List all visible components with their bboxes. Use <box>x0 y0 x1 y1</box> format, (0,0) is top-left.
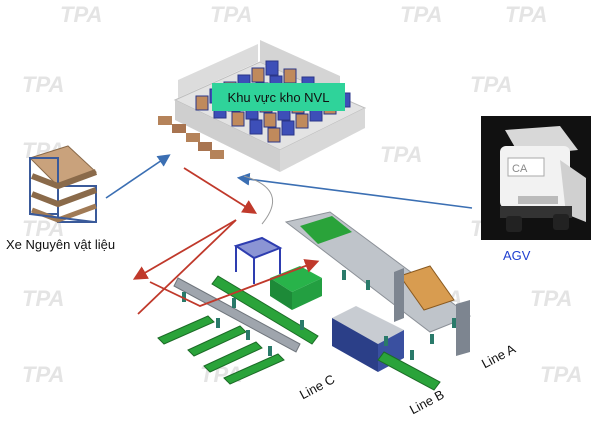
watermark-logo: TPA <box>210 2 252 27</box>
worker <box>300 320 304 330</box>
watermark-logo: TPA <box>400 2 442 27</box>
worker <box>410 350 414 360</box>
watermark-logo: TPA <box>530 286 572 311</box>
worker <box>452 318 456 328</box>
watermark-logo: TPA <box>22 72 64 97</box>
worker <box>384 336 388 346</box>
agv-label: AGV <box>503 248 531 263</box>
rack-cell <box>195 95 209 111</box>
agv-logo: CA <box>512 163 528 175</box>
worker <box>430 334 434 344</box>
watermark-logo: TPA <box>505 2 547 27</box>
rack-cell <box>283 68 297 84</box>
worker <box>232 298 236 308</box>
blue-cage-station <box>233 236 283 284</box>
worker <box>182 292 186 302</box>
watermark-logo: TPA <box>540 362 582 387</box>
red-route-to-line-b <box>137 219 237 315</box>
watermark-logo: TPA <box>380 142 422 167</box>
worker <box>366 280 370 290</box>
rack-cell <box>265 60 279 76</box>
raw-material-zone-label: Khu vực kho NVL <box>212 83 345 111</box>
flow-arrows <box>105 154 473 315</box>
watermark-logo: TPA <box>22 362 64 387</box>
rack-cell <box>249 119 263 135</box>
line-b-machine <box>332 306 441 391</box>
green-station <box>270 266 322 310</box>
red-route-warehouse-to-junction <box>183 167 258 214</box>
arrow-agv-to-warehouse <box>236 172 473 209</box>
watermark-logo: TPA <box>60 2 102 27</box>
workers <box>182 270 456 360</box>
red-route-to-line-a <box>149 259 320 307</box>
aisle-line <box>243 175 273 225</box>
rack-cell <box>267 127 281 143</box>
worker <box>246 330 250 340</box>
red-route-to-line-c <box>132 219 237 280</box>
material-cart-label: Xe Nguyên vật liệu <box>6 237 116 252</box>
watermark-logo: TPA <box>22 286 64 311</box>
rack-cell <box>251 67 265 83</box>
line-c-conveyors <box>157 275 319 385</box>
worker <box>268 346 272 356</box>
arrow-cart-to-warehouse <box>105 154 171 199</box>
line-a-conveyor <box>284 211 472 356</box>
rack-cell <box>231 111 245 127</box>
worker <box>216 318 220 328</box>
worker <box>342 270 346 280</box>
rack-cell <box>263 112 277 128</box>
agv-photo: CA <box>481 116 591 240</box>
material-cart <box>29 145 98 223</box>
rack-cell <box>295 113 309 129</box>
watermark-logo: TPA <box>470 72 512 97</box>
production-lines <box>157 211 472 391</box>
rack-cell <box>281 120 295 136</box>
pallets <box>158 116 224 159</box>
